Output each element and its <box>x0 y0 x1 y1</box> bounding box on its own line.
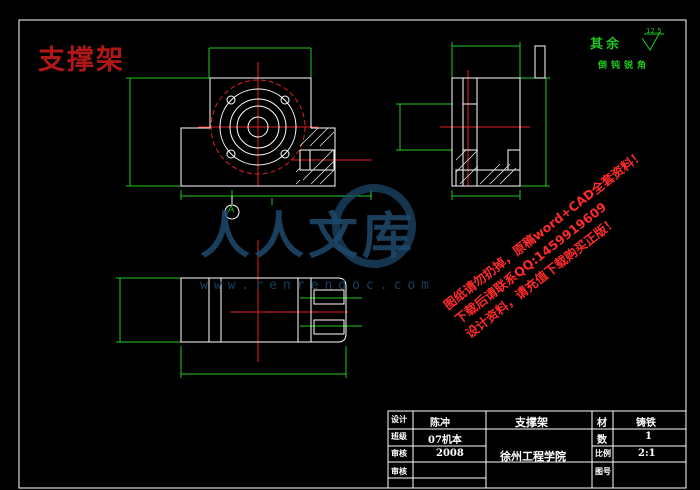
chamfer-note: 倒钝锐角 <box>598 61 651 71</box>
tb-class-label: 班级 <box>391 431 407 441</box>
side-view <box>396 42 550 200</box>
top-view <box>116 240 362 378</box>
tb-date-value: 2008 <box>436 448 464 459</box>
section-label: A <box>228 205 235 215</box>
tb-class-value: 07机本 <box>428 435 462 446</box>
tb-designer-label: 设计 <box>391 414 407 424</box>
rest-note: 其余 <box>590 37 623 52</box>
front-view <box>126 47 372 220</box>
tb-scale-value: 2:1 <box>638 448 656 459</box>
tb-designer-value: 陈冲 <box>430 418 450 429</box>
title-block-grid <box>387 410 687 489</box>
tb-chief-label: 审核 <box>391 466 407 476</box>
tb-material-label: 材 <box>597 418 607 429</box>
drawing-border <box>18 19 687 489</box>
roughness-value: 12.5 <box>646 27 662 35</box>
tb-checker-label: 审核 <box>391 448 407 458</box>
watermark-circle <box>332 184 416 268</box>
tb-school: 徐州工程学院 <box>500 450 566 463</box>
tb-part-name: 支撑架 <box>515 416 548 429</box>
tb-qty-value: 1 <box>645 431 652 442</box>
watermark-site: www.renrendoc.com <box>200 278 436 293</box>
tb-scale-label: 比例 <box>595 448 611 458</box>
tb-drawing-no-label: 图号 <box>595 466 611 476</box>
watermark-brand: 人人文库 <box>200 207 416 265</box>
roughness-symbol <box>641 31 664 51</box>
tb-qty-label: 数 <box>597 435 607 446</box>
tb-material-value: 铸铁 <box>636 418 656 429</box>
drawing-title: 支撑架 <box>38 45 125 76</box>
